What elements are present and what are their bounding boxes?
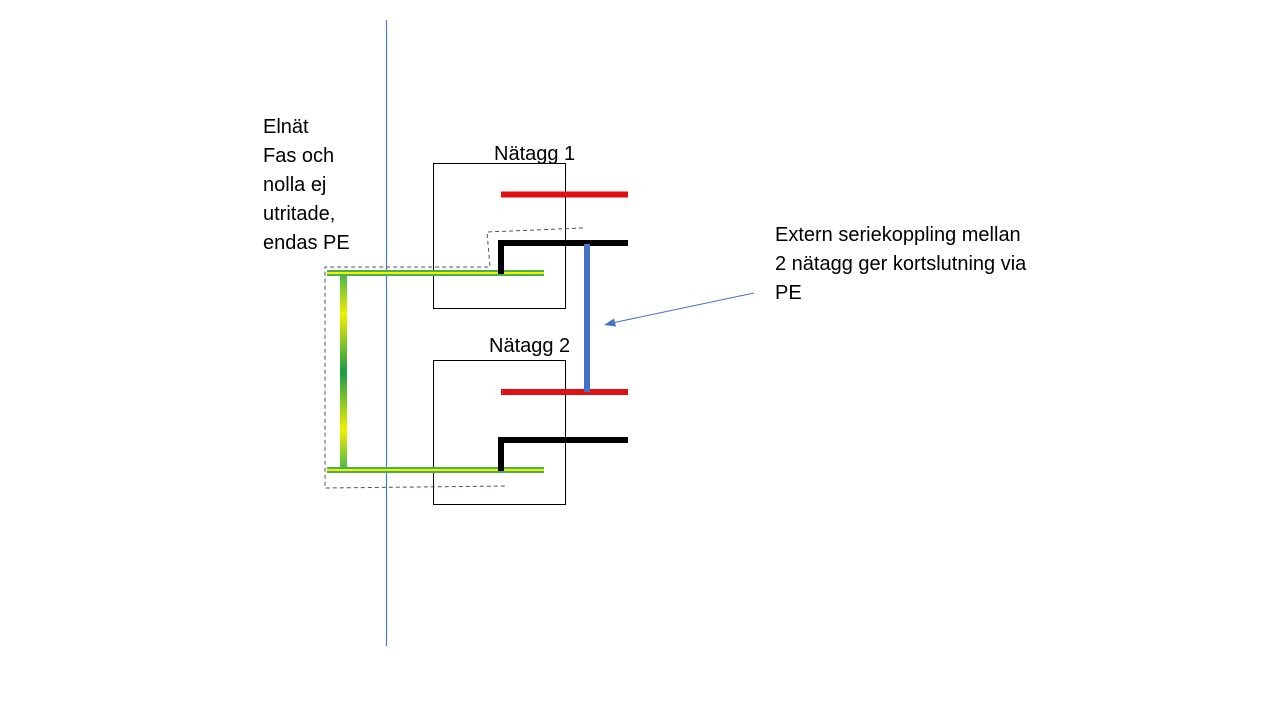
grid-label-line: endas PE bbox=[263, 232, 350, 254]
pe-vertical-conductor bbox=[340, 276, 347, 468]
short-circuit-path-outline bbox=[324, 227, 584, 489]
annotation-line: Extern seriekoppling mellan bbox=[775, 224, 1021, 246]
annotation-text: Extern seriekoppling mellan 2 nätagg ger… bbox=[775, 221, 1026, 308]
grid-label-line: nolla ej bbox=[263, 174, 327, 196]
psu1-negative-line bbox=[498, 240, 628, 274]
psu2-box bbox=[433, 360, 566, 505]
grid-label: Elnät Fas och nolla ej utritade, endas P… bbox=[263, 113, 350, 258]
annotation-line: 2 nätagg ger kortslutning via bbox=[775, 253, 1027, 275]
psu2-label: Nätagg 2 bbox=[489, 335, 571, 357]
grid-label-line: Elnät bbox=[263, 116, 309, 138]
grid-label-line: Fas och bbox=[263, 145, 335, 167]
psu1-label: Nätagg 1 bbox=[494, 143, 576, 165]
annotation-arrow bbox=[604, 292, 755, 327]
psu2-negative-line bbox=[498, 437, 628, 471]
annotation-line: PE bbox=[775, 282, 802, 304]
psu1-box bbox=[433, 163, 566, 309]
grid-label-line: utritade, bbox=[263, 203, 336, 225]
